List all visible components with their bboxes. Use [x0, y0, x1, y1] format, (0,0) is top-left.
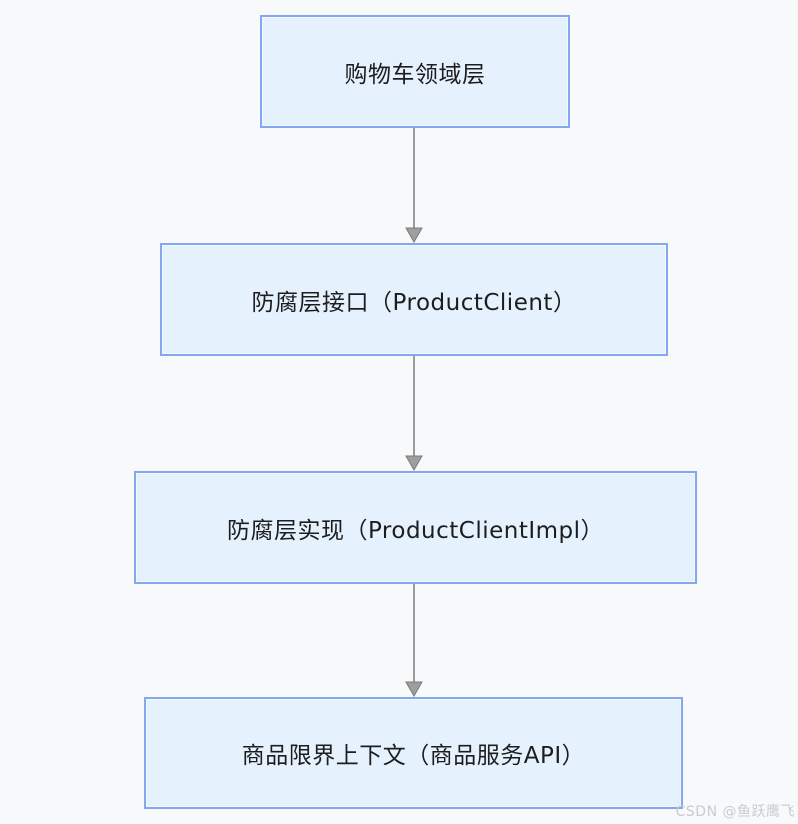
node-acl-implementation: 防腐层实现（ProductClientImpl） [134, 471, 697, 584]
arrow-line [413, 128, 415, 229]
edge-cart-to-interface [405, 128, 423, 243]
arrow-line [413, 584, 415, 683]
node-acl-interface: 防腐层接口（ProductClient） [160, 243, 668, 356]
edge-impl-to-context [405, 584, 423, 697]
edge-interface-to-impl [405, 356, 423, 471]
arrow-down-icon [405, 681, 423, 697]
node-label: 防腐层接口（ProductClient） [251, 289, 577, 316]
arrow-down-icon [405, 455, 423, 471]
csdn-watermark: CSDN @鱼跃鹰飞 [675, 804, 795, 820]
arrow-line [413, 356, 415, 457]
node-product-bounded-context: 商品限界上下文（商品服务API） [144, 697, 683, 809]
node-label: 防腐层实现（ProductClientImpl） [226, 517, 605, 544]
node-label: 购物车领域层 [344, 61, 486, 88]
arrow-down-icon [405, 227, 423, 243]
node-label: 商品限界上下文（商品服务API） [241, 743, 586, 769]
node-cart-domain-layer: 购物车领域层 [260, 15, 570, 128]
